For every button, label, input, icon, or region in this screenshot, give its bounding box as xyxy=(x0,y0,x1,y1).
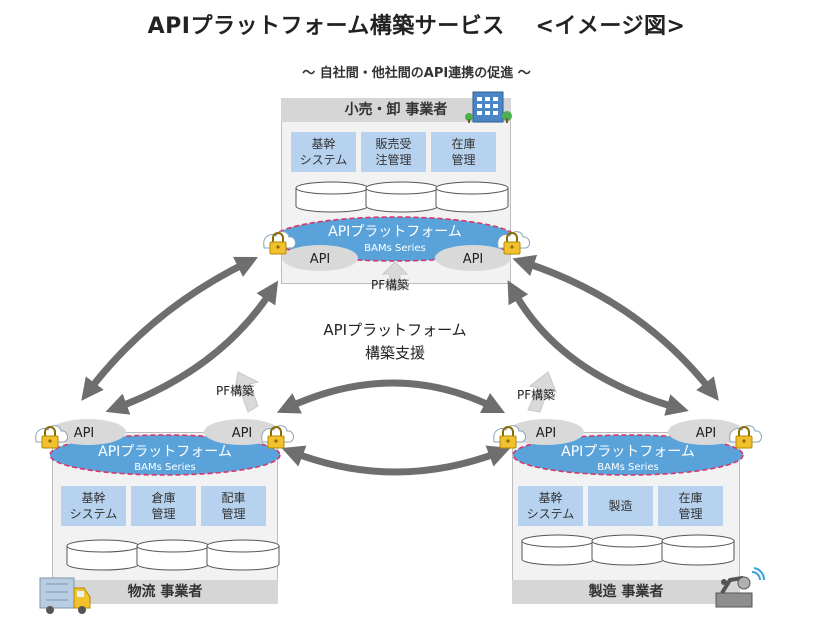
pf-arrow-manufacturing xyxy=(527,371,557,413)
center-support-label: APIプラットフォーム 構築支援 xyxy=(323,321,467,362)
manufacturing-api-left-label: API xyxy=(536,426,557,441)
logistics-system-dispatch: 配車 管理 xyxy=(201,486,266,526)
retail-system-inventory: 在庫 管理 xyxy=(431,132,496,172)
manufacturing-system-inventory: 在庫 管理 xyxy=(658,486,723,526)
lock-icon xyxy=(260,424,295,449)
page-title: APIプラットフォーム構築サービス <イメージ図> xyxy=(147,14,686,39)
logistics-api-left-oval xyxy=(50,419,126,445)
logistics-system-core: 基幹 システム xyxy=(61,486,126,526)
manufacturing-database-2 xyxy=(591,534,665,566)
building-icon xyxy=(465,91,512,123)
manufacturing-api-right-label: API xyxy=(696,426,717,441)
arrow-retail-manufacturing xyxy=(512,254,719,401)
arrow-logistics-manufacturing-bottom xyxy=(281,445,511,476)
retail-system-sales: 販売受 注管理 xyxy=(361,132,426,172)
manufacturing-platform-series: BAMs Series xyxy=(597,462,658,473)
retail-platform-name: APIプラットフォーム xyxy=(328,224,462,240)
logistics-database-1 xyxy=(66,539,140,571)
retail-api-left-label: API xyxy=(310,252,331,267)
logistics-system-warehouse: 倉庫 管理 xyxy=(131,486,196,526)
manufacturing-database-3 xyxy=(661,534,735,566)
lock-icon xyxy=(728,424,763,449)
manufacturing-api-right-oval xyxy=(668,419,744,445)
logistics-platform-series: BAMs Series xyxy=(134,462,195,473)
manufacturing-platform xyxy=(512,434,744,476)
retail-api-right-label: API xyxy=(463,252,484,267)
retail-system-core: 基幹 システム xyxy=(291,132,356,172)
manufacturing-database-1 xyxy=(521,534,595,566)
manufacturing-api-left-oval xyxy=(508,419,584,445)
arrow-retail-logistics-inner xyxy=(105,280,279,415)
retail-database-1 xyxy=(295,181,369,213)
page-subtitle: ～ 自社間・他社間のAPI連携の促進 ～ xyxy=(302,66,531,81)
retail-api-right-oval xyxy=(435,245,511,271)
logistics-api-right-oval xyxy=(204,419,280,445)
logistics-database-3 xyxy=(206,539,280,571)
truck-icon xyxy=(39,577,91,614)
pf-build-label-manufacturing: PF構築 xyxy=(517,388,556,402)
manufacturing-platform-name: APIプラットフォーム xyxy=(561,444,695,460)
manufacturing-company-label: 製造 事業者 xyxy=(512,580,740,604)
arrow-retail-manufacturing-inner xyxy=(507,280,689,416)
pf-build-label-retail: PF構築 xyxy=(371,278,410,292)
retail-database-3 xyxy=(435,181,509,213)
arrow-logistics-manufacturing-top xyxy=(276,379,506,414)
logistics-database-2 xyxy=(136,539,210,571)
logistics-api-left-label: API xyxy=(74,426,95,441)
arrow-retail-logistics xyxy=(81,256,259,401)
pf-arrow-retail xyxy=(381,261,409,291)
pf-arrow-logistics xyxy=(233,371,260,413)
logistics-api-right-label: API xyxy=(232,426,253,441)
manufacturing-system-production: 製造 xyxy=(588,486,653,526)
manufacturing-system-core: 基幹 システム xyxy=(518,486,583,526)
logistics-platform-name: APIプラットフォーム xyxy=(98,444,232,460)
retail-platform-series: BAMs Series xyxy=(364,243,425,254)
logistics-platform xyxy=(49,434,281,476)
factory-robot-icon xyxy=(715,567,766,608)
retail-api-left-oval xyxy=(282,245,358,271)
pf-build-label-logistics: PF構築 xyxy=(216,384,255,398)
retail-database-2 xyxy=(365,181,439,213)
